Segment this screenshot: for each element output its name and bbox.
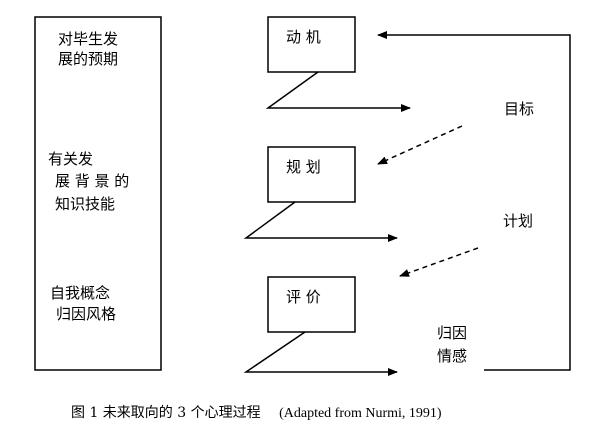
left-text-line: 展的预期 [58, 50, 119, 68]
left-text-line: 有关发 [48, 150, 94, 168]
left-panel-box [34, 16, 162, 371]
motivation-label: 动 机 [286, 28, 321, 46]
planning-label: 规 划 [286, 158, 321, 176]
plan-to-evaluation-arrow [399, 247, 479, 277]
goal-to-planning-arrow [377, 125, 463, 165]
figure-caption-text: 图 1 未来取向的 3 个心理过程 [71, 405, 261, 421]
motivation-output-arrow [265, 71, 411, 112]
left-text-line: 知识技能 [55, 195, 116, 213]
figure-caption-source: (Adapted from Nurmi, 1991) [279, 406, 442, 421]
figure-caption: 图 1 未来取向的 3 个心理过程 (Adapted from Nurmi, 1… [71, 402, 442, 422]
planning-box [267, 146, 356, 203]
attribution-label-line2: 情感 [437, 347, 468, 365]
planning-output-arrow [243, 201, 398, 242]
left-text-line: 展 背 景 的 [55, 172, 130, 190]
evaluation-box [267, 276, 356, 333]
left-text-line: 自我概念 [50, 284, 111, 302]
attribution-label-line1: 归因 [437, 324, 468, 342]
evaluation-output-arrow [243, 331, 398, 376]
evaluation-label: 评 价 [286, 288, 321, 306]
feedback-loop-arrow [377, 31, 571, 371]
goal-label: 目标 [504, 100, 535, 118]
motivation-box [267, 16, 356, 73]
left-text-line: 对毕生发 [58, 30, 119, 48]
left-text-line: 归因风格 [56, 305, 117, 323]
plan-label: 计划 [503, 212, 534, 230]
